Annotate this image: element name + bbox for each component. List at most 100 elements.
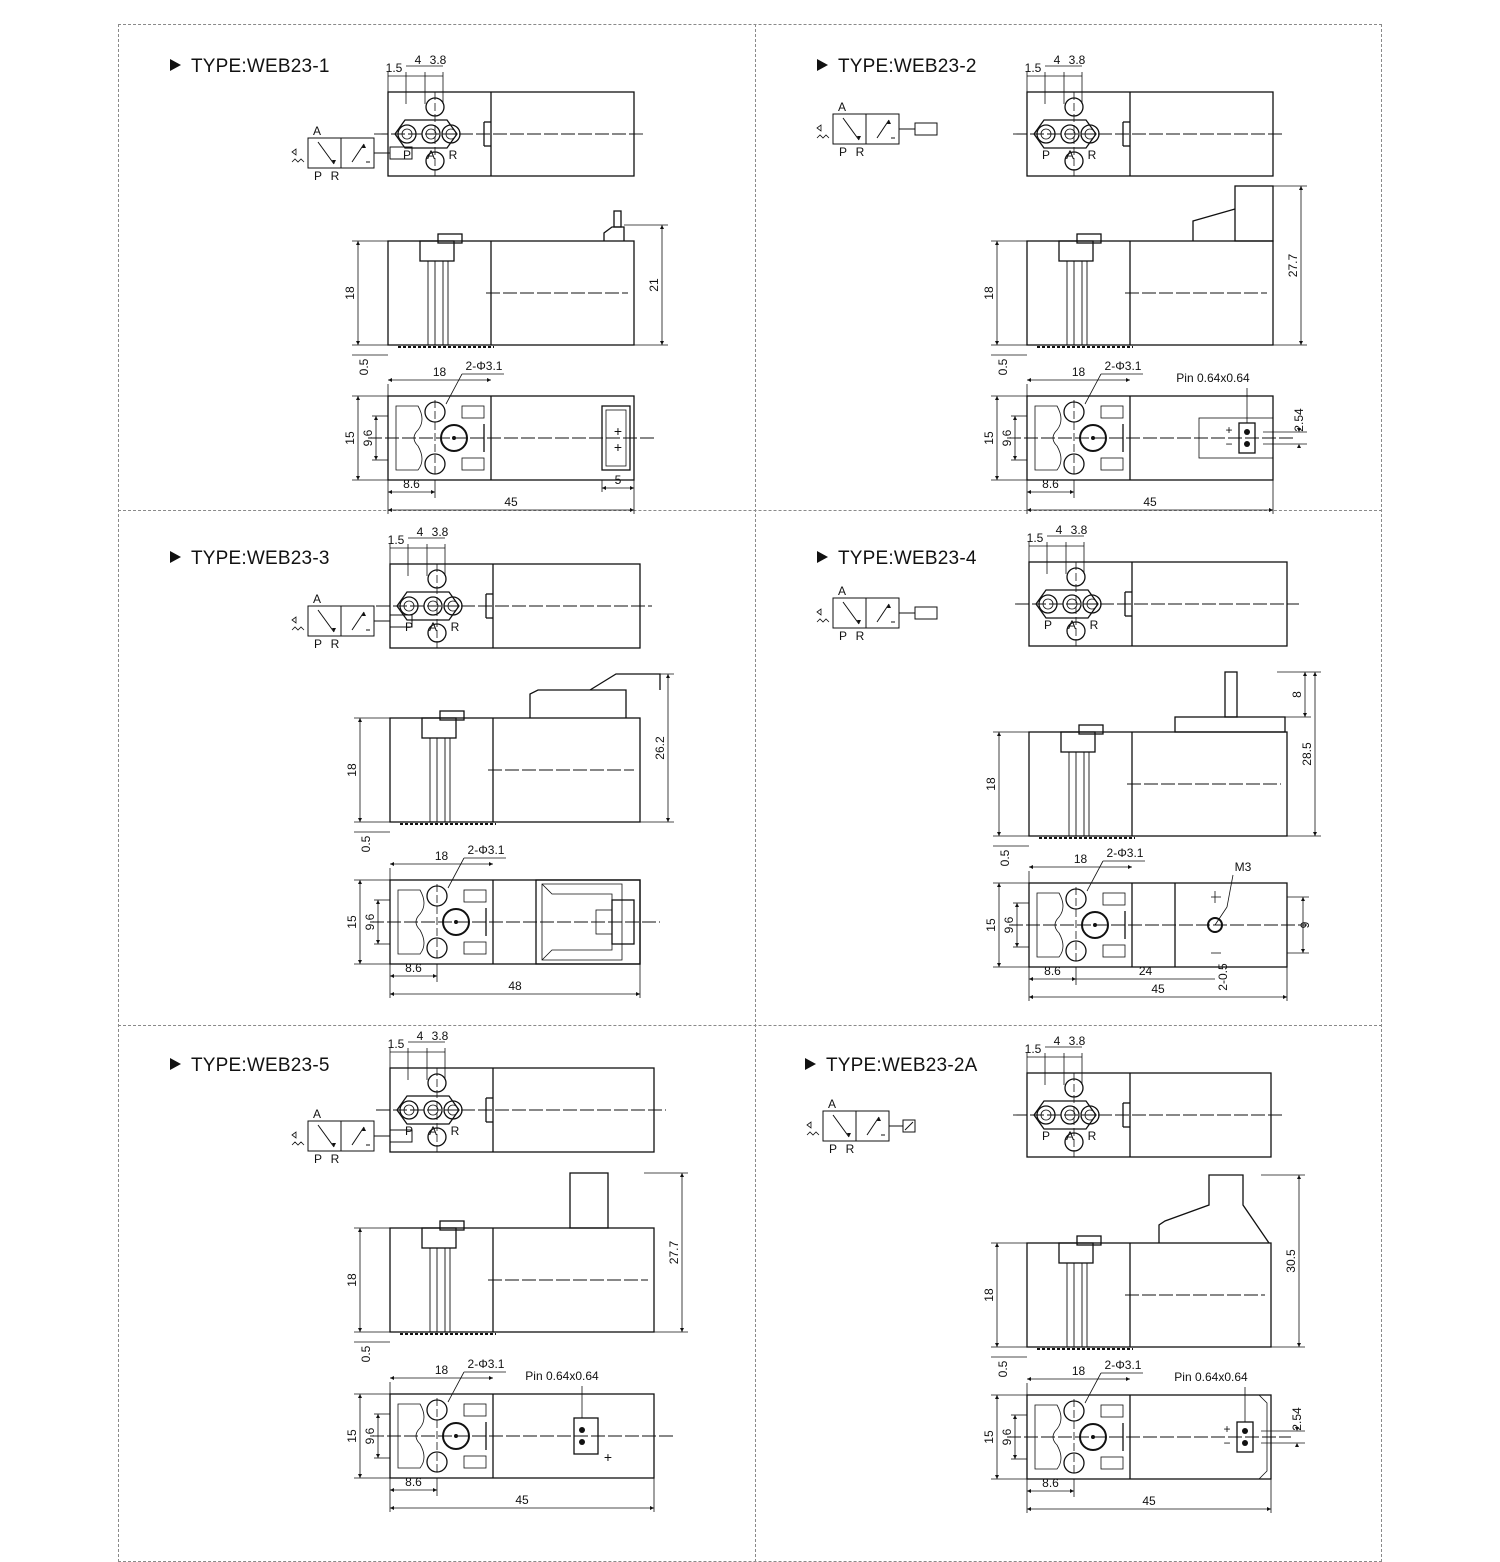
valve-symbol-flow-arrow-2 — [351, 1126, 365, 1146]
dim-height-inner-arrow-bottom — [1013, 456, 1017, 460]
symbol-port-p: P — [314, 169, 322, 183]
side-view-body — [1026, 240, 1274, 346]
center-port-dot — [1093, 923, 1097, 927]
port-p-inner — [403, 600, 415, 612]
port-a-inner — [1064, 1109, 1076, 1121]
triangle-bullet-icon — [170, 1058, 181, 1070]
dim-height-outer-label: 15 — [345, 1429, 359, 1443]
port-label-r: R — [1088, 1129, 1097, 1143]
m3-leader-2 — [1226, 874, 1234, 908]
dim-4-label: 4 — [1054, 53, 1061, 67]
connector-inner — [605, 409, 627, 467]
dim-offset-left-arrow-right — [1070, 1489, 1074, 1493]
dim-height-left-arrow-top — [358, 1228, 362, 1232]
dim-4-label: 4 — [417, 525, 424, 539]
side-view-cap-top — [1078, 724, 1104, 735]
pin-upper — [1244, 429, 1250, 435]
dim-width-top-arrow-left — [1029, 865, 1033, 869]
dim-length-arrow-left — [388, 508, 392, 512]
dim-height-left-label: 18 — [345, 1273, 359, 1287]
row-divider-1 — [118, 510, 1382, 511]
pitch-arrow-bottom — [1297, 444, 1301, 448]
dim-width-top-label: 18 — [435, 1363, 449, 1377]
slot-lower — [463, 1455, 487, 1469]
port-p-outer — [397, 124, 417, 144]
dim-height-outer-arrow-bottom — [995, 1475, 999, 1479]
dim-length-label: 45 — [1142, 1494, 1156, 1508]
dim-height-left-arrow-top — [997, 732, 1001, 736]
dim-offset-left-arrow-left — [388, 490, 392, 494]
port-a-outer — [423, 1100, 443, 1120]
port-label-r: R — [1088, 148, 1097, 162]
port-r-outer — [443, 596, 463, 616]
port-label-a: A — [1066, 1129, 1074, 1143]
din-body — [535, 879, 641, 965]
symbol-port-r: R — [331, 1152, 340, 1166]
dim-height-right-label: 27.7 — [1286, 253, 1300, 277]
coil-cap — [1174, 716, 1286, 733]
symbol-port-a: A — [838, 100, 846, 114]
terminal-minus: − — [1223, 1436, 1230, 1450]
spring-icon — [816, 134, 830, 139]
solenoid-coil-icon — [914, 122, 938, 136]
dim-length-arrow-right — [630, 508, 634, 512]
dim-height-inner-arrow-top — [376, 1414, 380, 1418]
dim-height-left-arrow-bottom — [356, 341, 360, 345]
dim-height-outer-arrow-top — [356, 396, 360, 400]
port-plate-outline — [396, 591, 460, 621]
dim-width-top-arrow-right — [1128, 865, 1132, 869]
symbol-port-r: R — [331, 637, 340, 651]
dim-1-5-label: 1.5 — [1025, 61, 1042, 75]
triangle-bullet-icon — [170, 551, 181, 563]
dim-height-left-arrow-bottom — [358, 1328, 362, 1332]
dim-3-8-label: 3.8 — [432, 1029, 449, 1043]
bottom-view-pad — [1036, 892, 1064, 958]
dim-height-right-arrow-top — [1313, 672, 1317, 676]
m3-leader — [1214, 906, 1228, 926]
dim-length-arrow-right — [1269, 508, 1273, 512]
connector-pin-icon — [613, 210, 622, 228]
port-a-inner — [1064, 128, 1076, 140]
symbol-port-a: A — [828, 1097, 836, 1111]
symbol-port-a: A — [838, 584, 846, 598]
dim-height-outer-label: 15 — [982, 431, 996, 445]
exhaust-triangle-icon — [291, 616, 297, 624]
exhaust-triangle-icon — [291, 1131, 297, 1139]
port-label-r: R — [451, 620, 460, 634]
slot-lower — [1100, 457, 1124, 471]
dim-offset-left-label: 8.6 — [1042, 477, 1059, 491]
dim-height-inner-arrow-top — [1013, 416, 1017, 420]
dim-width-top-label: 18 — [433, 365, 447, 379]
dim-height-outer-arrow-top — [997, 883, 1001, 887]
dim-height-outer-arrow-top — [358, 1394, 362, 1398]
dim-4-label: 4 — [1056, 523, 1063, 537]
side-view: 180.527.7 — [982, 185, 1307, 375]
panel-title: TYPE:WEB23-1 — [170, 56, 330, 78]
dim-width-top-arrow-left — [1027, 378, 1031, 382]
dim-offset-left-arrow-right — [433, 974, 437, 978]
pin-upper — [579, 1427, 585, 1433]
dim-height-inner-label: 9.6 — [1002, 916, 1016, 933]
port-plate-outline — [396, 1095, 460, 1125]
dim-width-top-label: 18 — [1072, 1364, 1086, 1378]
dim-1-5-label: 1.5 — [1027, 531, 1044, 545]
port-a-outer — [423, 596, 443, 616]
exhaust-triangle-icon — [816, 124, 822, 132]
holes-label: 2-Φ3.1 — [466, 359, 503, 373]
dim-length-label: 45 — [1143, 495, 1157, 509]
connector-outer — [601, 405, 631, 471]
exhaust-triangle-icon — [806, 1121, 812, 1129]
port-plate-outline — [1035, 589, 1099, 619]
dim-end-label: 5 — [615, 473, 622, 487]
panel-title-text: TYPE:WEB23-1 — [191, 56, 330, 77]
exhaust-triangle-icon — [291, 148, 297, 156]
dim-height-inner-label: 9.6 — [361, 429, 375, 446]
slot-upper — [463, 889, 487, 903]
connector-block — [1198, 417, 1274, 459]
valve-symbol-flow-arrow — [317, 1124, 335, 1148]
